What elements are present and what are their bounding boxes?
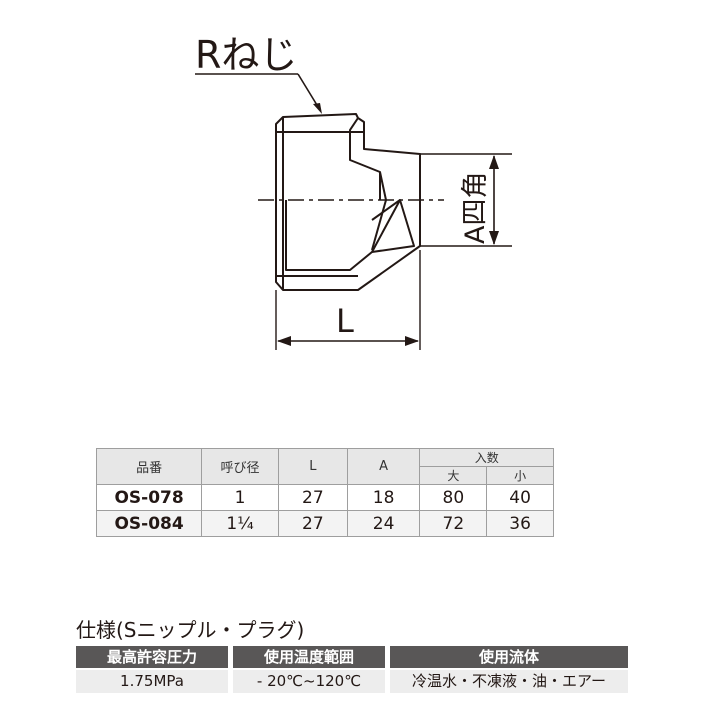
dimension-table: 品番 呼び径 L A 入数 大 小 OS-078 1 27 18 80 40 O… (95, 448, 554, 537)
plug-body (275, 113, 421, 291)
header-part-no: 品番 (95, 448, 203, 485)
cell-a: 24 (346, 510, 421, 537)
spec-value: 冷温水・不凍液・油・エアー (390, 670, 628, 693)
cell-nominal: 1 (201, 484, 279, 511)
spec-value: - 20℃~120℃ (233, 670, 385, 693)
table-row: OS-078 1 27 18 80 40 (95, 484, 554, 511)
spec-fluid: 使用流体 冷温水・不凍液・油・エアー (390, 646, 628, 693)
table-subheader-row: 大 小 (97, 466, 554, 485)
cell-nominal: 1¼ (201, 510, 279, 537)
cell-l: 27 (277, 484, 348, 511)
spec-label: 使用流体 (390, 646, 628, 668)
spec-max-pressure: 最高許容圧力 1.75MPa (76, 646, 228, 693)
cone-line (371, 199, 387, 251)
header-nominal-size: 呼び径 (201, 448, 279, 485)
bore-profile (285, 199, 401, 271)
specs-title: 仕様(Sニップル・プラグ) (76, 618, 305, 642)
cell-qty-small: 40 (486, 484, 554, 511)
header-l: L (277, 448, 348, 485)
drill-point (371, 199, 415, 253)
cell-l: 27 (277, 510, 348, 537)
spec-label: 最高許容圧力 (76, 646, 228, 668)
table-row: OS-084 1¼ 27 24 72 36 (95, 510, 554, 537)
table-header-row: 品番 呼び径 L A 入数 (95, 448, 554, 485)
spec-temperature-range: 使用温度範囲 - 20℃~120℃ (233, 646, 385, 693)
hex-neck (349, 117, 387, 201)
cell-a: 18 (346, 484, 421, 511)
thread-leader (195, 73, 322, 114)
cell-qty-small: 36 (486, 510, 554, 537)
cell-part-no: OS-084 (95, 510, 203, 537)
length-label: L (336, 302, 354, 340)
cell-qty-large: 80 (419, 484, 488, 511)
header-qty-large: 大 (419, 466, 488, 485)
header-quantity: 入数 (419, 448, 554, 467)
length-dimension (275, 250, 421, 350)
spec-value: 1.75MPa (76, 670, 228, 693)
plug-drawing: Rねじ L A四角 (195, 33, 512, 350)
header-a: A (346, 448, 421, 485)
across-flats-dimension (420, 153, 512, 247)
cell-qty-large: 72 (419, 510, 488, 537)
cell-part-no: OS-078 (95, 484, 203, 511)
across-flats-label: A四角 (460, 172, 491, 244)
header-qty-small: 小 (486, 466, 554, 485)
thread-label: Rねじ (195, 33, 297, 77)
spec-label: 使用温度範囲 (233, 646, 385, 668)
